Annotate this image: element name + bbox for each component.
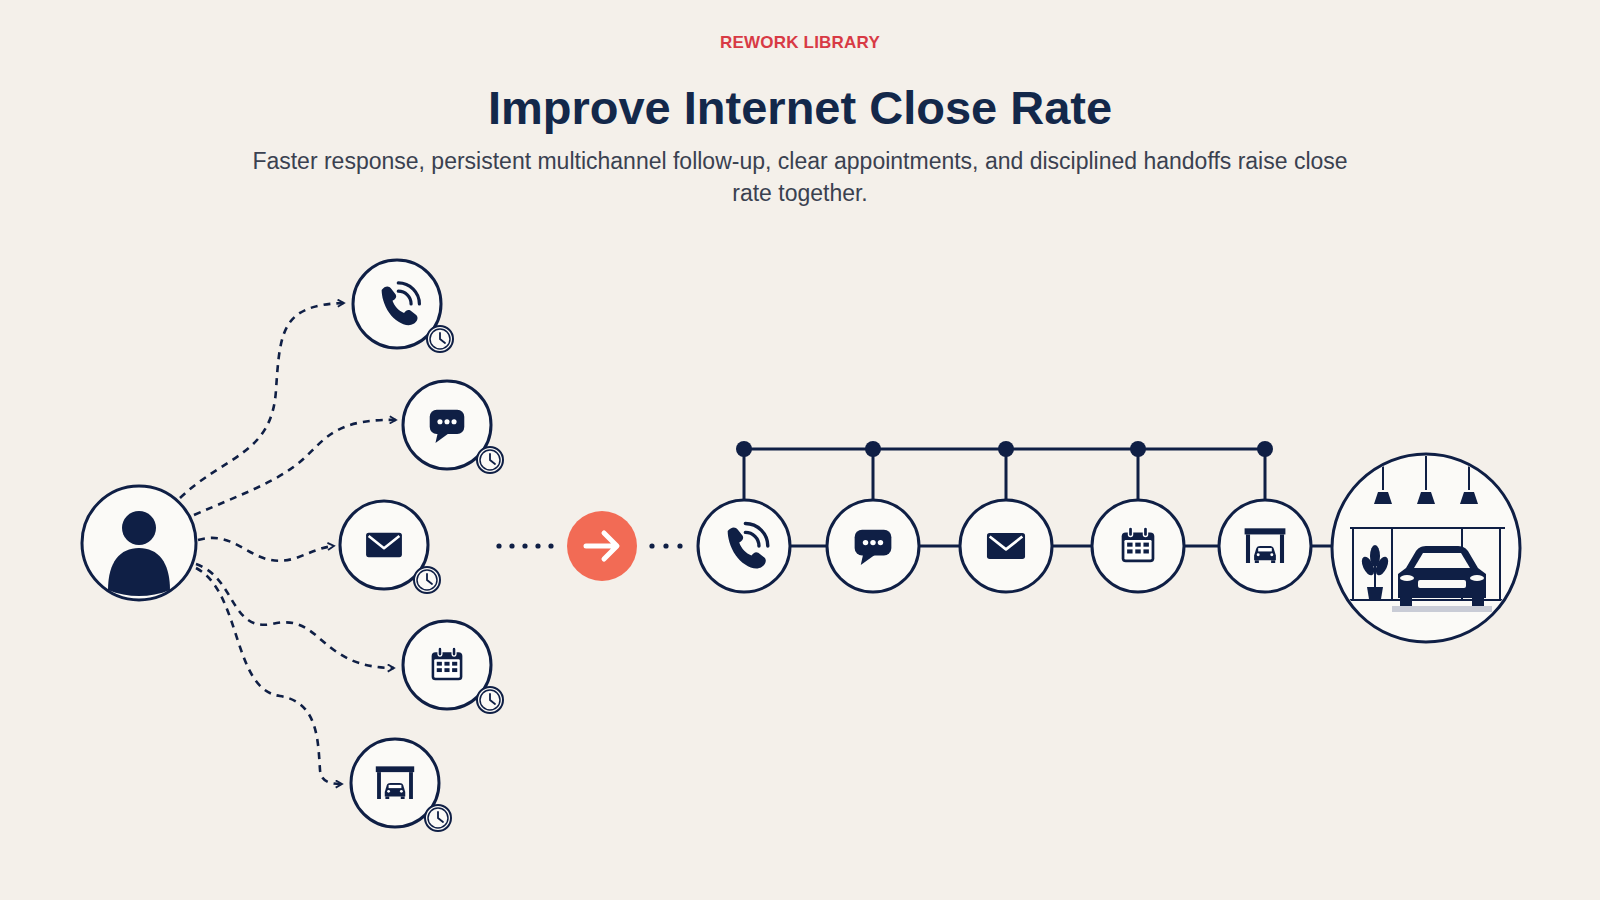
page-title: Improve Internet Close Rate — [0, 80, 1600, 135]
transition-arrow — [567, 511, 637, 581]
page-caption: Faster response, persistent multichannel… — [250, 145, 1350, 209]
channel-icons — [340, 260, 503, 831]
bus-dots — [736, 441, 1273, 457]
showroom-icon — [1332, 454, 1520, 642]
kicker-label: REWORK LIBRARY — [0, 33, 1600, 53]
pipeline-icons — [698, 500, 1311, 592]
customer-icon — [82, 486, 196, 600]
